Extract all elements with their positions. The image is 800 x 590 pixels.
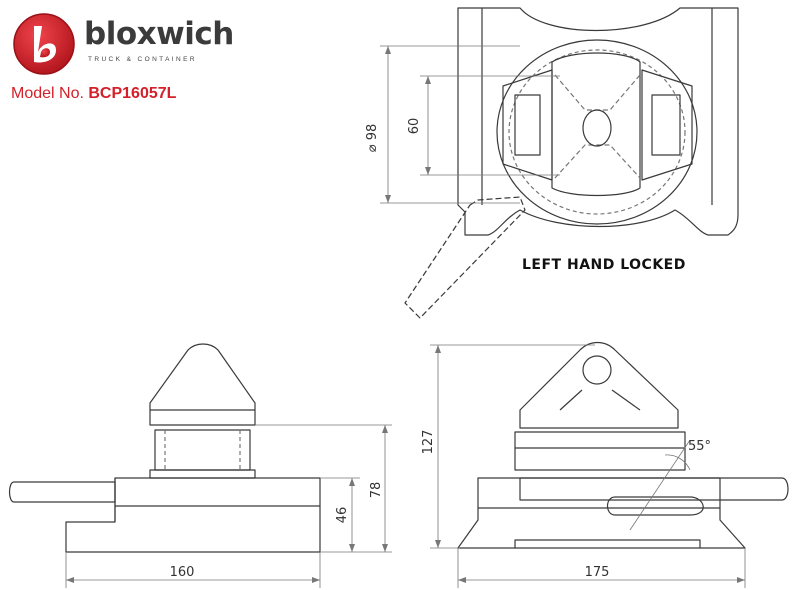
dim-160-label: 160 (170, 565, 195, 580)
front-view-base (65, 477, 321, 553)
dim-127-label: 127 (421, 430, 436, 455)
model-prefix: Model No. (11, 85, 84, 102)
angle-label: 55° (688, 439, 711, 454)
side-view-body (514, 431, 686, 471)
front-view-cone (149, 343, 256, 426)
top-view (404, 7, 739, 319)
brand-name: bloxwich (84, 16, 234, 52)
dim-175-label: 175 (585, 565, 610, 580)
side-view-pin (582, 355, 612, 385)
top-view-handle (404, 196, 526, 319)
dim-diameter-label: ⌀ 98 (365, 124, 380, 153)
side-view-cone (519, 341, 679, 429)
model-number: Model No. BCP16057L (11, 85, 176, 103)
bloxwich-logo-icon (13, 13, 75, 75)
top-view-ring (496, 39, 698, 225)
front-view-handle (8, 481, 116, 503)
dim-60-label: 60 (407, 118, 422, 135)
top-view-body (457, 7, 739, 236)
top-view-cone (551, 52, 641, 197)
brand-tagline: TRUCK & CONTAINER (88, 56, 197, 63)
model-code: BCP16057L (88, 85, 177, 102)
dim-46-label: 46 (335, 507, 350, 524)
top-view-left-wing (502, 69, 553, 181)
side-view (457, 341, 789, 549)
front-view (8, 343, 321, 553)
dim-78-label: 78 (369, 482, 384, 499)
left-hand-locked-note: LEFT HAND LOCKED (522, 257, 686, 273)
side-view-handle (519, 477, 789, 501)
side-view-base (457, 477, 746, 549)
front-view-column (154, 429, 251, 471)
top-view-right-wing (641, 69, 693, 181)
